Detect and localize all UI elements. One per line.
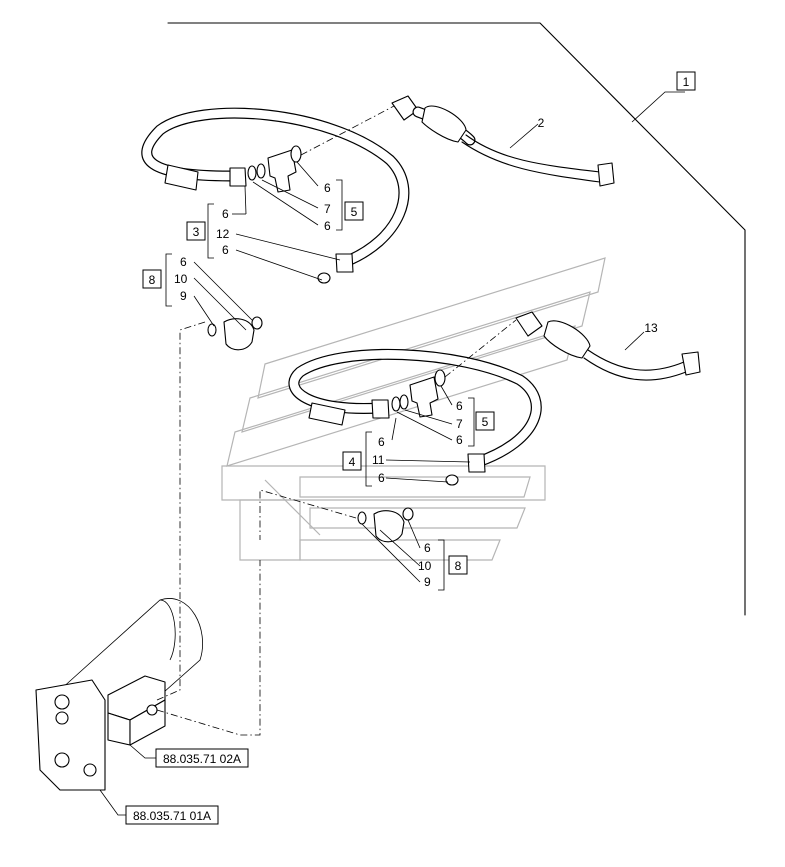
pump-valve-body [35, 540, 261, 791]
label-lower-g4-6b: 6 [378, 471, 385, 485]
label-lower-g4-6a: 6 [378, 435, 385, 449]
callout-box-5a [344, 201, 364, 221]
callout-boxes: 1 2 13 3 5 8 4 5 8 [142, 71, 696, 575]
label-lower-g8-6: 6 [424, 541, 431, 555]
label-upper-tee-6b: 6 [324, 219, 331, 233]
callout-8-lower: 8 [455, 559, 462, 573]
label-upper-tee-7: 7 [324, 202, 331, 216]
label-upper-g8-6: 6 [180, 255, 187, 269]
callout-box-1 [676, 71, 696, 91]
frame-border-lines [167, 22, 746, 616]
label-upper-g8-9: 9 [180, 289, 187, 303]
label-upper-tee-6a: 6 [324, 181, 331, 195]
label-lower-tee-6b: 6 [456, 433, 463, 447]
callout-box-8b [448, 555, 468, 575]
callout-5-upper: 5 [351, 205, 358, 219]
label-lower-tee-7: 7 [456, 417, 463, 431]
callout-box-8a [142, 269, 162, 289]
upper-hose-assembly [141, 95, 615, 540]
callout-box-5b [475, 411, 495, 431]
callout-box-4 [342, 451, 362, 471]
callout-2: 2 [538, 116, 545, 130]
callout-box-3 [186, 221, 206, 241]
reference-88-035-71-02a[interactable]: 88.035.71 02A [163, 752, 241, 766]
label-upper-g3-12: 12 [216, 227, 230, 241]
lower-hose-assembly [259, 311, 701, 543]
callout-5-lower: 5 [482, 415, 489, 429]
label-lower-g4-11: 11 [372, 453, 385, 467]
callout-3: 3 [193, 225, 200, 239]
reference-88-035-71-01a[interactable]: 88.035.71 01A [133, 809, 211, 823]
label-upper-g3-6a: 6 [222, 207, 229, 221]
label-upper-g8-10: 10 [174, 272, 188, 286]
reference-box-01a[interactable] [125, 805, 219, 825]
item-number-labels: 6 7 6 6 12 6 6 10 9 6 7 6 6 11 6 6 10 9 [174, 181, 463, 589]
label-lower-g8-10: 10 [418, 559, 432, 573]
label-lower-tee-6a: 6 [456, 399, 463, 413]
callout-4: 4 [349, 455, 356, 469]
callout-13: 13 [644, 321, 658, 335]
reference-box-02a[interactable] [155, 748, 249, 768]
callout-8-upper: 8 [149, 273, 156, 287]
label-lower-g8-9: 9 [424, 575, 431, 589]
leader-lines [99, 123, 645, 816]
reference-boxes[interactable]: 88.035.71 02A 88.035.71 01A [125, 748, 249, 825]
label-upper-g3-6b: 6 [222, 243, 229, 257]
callout-1: 1 [683, 75, 690, 89]
